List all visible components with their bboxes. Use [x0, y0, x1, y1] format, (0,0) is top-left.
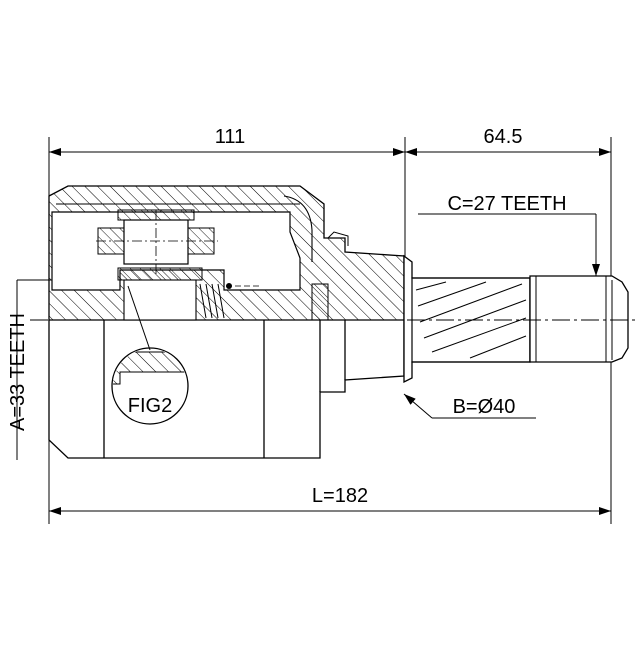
tripod-roller: [96, 209, 262, 321]
output-shaft: [403, 254, 629, 384]
fig2-detail: FIG2: [111, 285, 189, 425]
callout-c: C=27 TEETH: [418, 193, 600, 276]
callout-c-text: C=27 TEETH: [447, 193, 566, 215]
dim-text-shaft: 64.5: [484, 126, 523, 148]
housing-lower: [48, 320, 405, 459]
callout-a: A=33 TEETH: [7, 313, 29, 431]
callout-a-text: A=33 TEETH: [7, 313, 29, 431]
dim-text-housing: 111: [215, 126, 245, 148]
callout-b-text: B=Ø40: [453, 396, 516, 418]
fig2-label: FIG2: [128, 395, 172, 417]
dimension-lines: [49, 148, 611, 515]
shaft-spline-hatch: [415, 281, 527, 359]
dim-text-overall: L=182: [312, 485, 368, 507]
callout-b: B=Ø40: [403, 393, 536, 419]
